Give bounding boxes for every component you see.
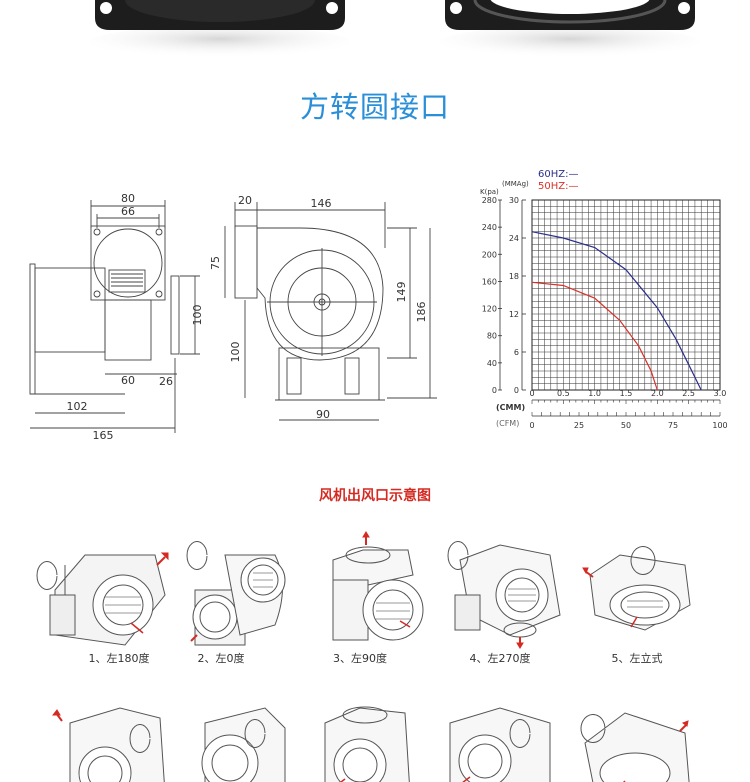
y-right-tick-label: 24 [509,234,519,243]
outlet-right-180 [51,707,165,782]
y-left-tick-label: 40 [487,359,497,368]
chart-grid [531,199,721,391]
x-cmm-tick-label: 0 [529,389,534,398]
fan-photo-strip [90,0,700,58]
dim-165: 165 [93,429,114,442]
outlet-right-0 [201,707,286,782]
page-title: 方转圆接口 [299,90,450,124]
cfm-label: (CFM) [496,419,519,428]
outlet-caption-1: 1、左180度 [88,652,150,665]
y-axis-left: 280 240 200 160 120 80 40 0 [482,196,502,395]
y-left-tick-label: 200 [482,250,497,259]
outlet-caption-3: 3、左90度 [333,652,387,665]
x-axis-cfm: 0 25 50 75 100 [529,412,728,430]
dim-90: 90 [316,408,330,421]
legend-60hz: 60HZ:— [538,169,578,180]
dim-60: 60 [121,374,135,387]
curve-50hz [531,281,658,391]
y-right-tick-label: 30 [509,196,519,205]
x-cfm-tick-label: 25 [574,421,584,430]
dim-149: 149 [395,282,408,303]
legend-50hz: 50HZ:— [538,181,578,192]
outlet-caption-5: 5、左立式 [611,652,663,665]
x-cmm-tick-label: 2.0 [651,389,664,398]
y-left-tick-label: 280 [482,196,497,205]
y-left-tick-label: 0 [492,386,497,395]
fan-flange-photo-right [440,0,700,58]
dim-75: 75 [209,256,222,270]
front-view-drawing: 80 66 100 60 26 102 165 [29,192,204,442]
x-cmm-tick-label: 2.5 [682,389,695,398]
x-cmm-tick-label: 0.5 [557,389,570,398]
y-left-tick-label: 80 [487,332,497,341]
fan-flange-photo-left [90,0,350,58]
dim-100-front: 100 [191,305,204,326]
x-cfm-tick-label: 75 [668,421,678,430]
y-axis-right: 30 24 18 12 6 0 [509,196,526,395]
dim-102: 102 [67,400,88,413]
x-cfm-tick-label: 50 [621,421,631,430]
y-right-tick-label: 18 [509,272,519,281]
dim-20: 20 [238,194,252,207]
outlet-right-vertical [580,712,690,782]
y-left-tick-label: 240 [482,223,497,232]
y-left-tick-label: 160 [482,277,497,286]
x-cfm-tick-label: 100 [712,421,727,430]
outlet-right-90 [324,706,410,782]
cmm-label: (CMM) [496,403,525,412]
dim-26: 26 [159,375,173,388]
kpa-unit: K(pa) [480,188,499,196]
outlet-illustrations-row-2 [51,706,690,782]
y-right-tick-label: 12 [509,310,519,319]
y-left-tick-label: 120 [482,305,497,314]
x-cmm-tick-label: 1.5 [620,389,633,398]
x-cmm-tick-label: 3.0 [714,389,727,398]
outlet-caption-2: 2、左0度 [197,652,245,665]
dim-186: 186 [415,302,428,323]
outlet-left-90 [332,531,424,641]
outlet-left-270 [447,541,561,649]
y-right-tick-label: 6 [514,348,519,357]
dim-100-side: 100 [229,342,242,363]
x-axis-cmm: 0 0.5 1.0 1.5 2.0 2.5 3.0 [529,389,726,404]
x-cfm-tick-label: 0 [529,421,534,430]
chart-curves [531,231,702,391]
outlet-left-180 [36,552,169,646]
dim-66: 66 [121,205,135,218]
dim-80: 80 [121,192,135,205]
x-cmm-tick-label: 1.0 [588,389,601,398]
dim-146: 146 [311,197,332,210]
performance-chart: 60HZ:— 50HZ:— (MMAg) K(pa) 2802402001601… [480,169,728,430]
side-view-drawing: 20 146 75 100 149 186 90 [209,194,437,421]
outlet-left-0 [186,541,286,646]
outlet-right-270 [449,707,551,782]
outlet-illustrations-row-1 [36,531,691,649]
outlet-caption-4: 4、左270度 [469,652,531,665]
mmag-unit: (MMAg) [502,180,529,188]
outlet-left-vertical [582,546,691,631]
curve-60hz [531,231,702,391]
y-right-tick-label: 0 [514,386,519,395]
outlet-diagram-title: 风机出风口示意图 [319,488,431,504]
